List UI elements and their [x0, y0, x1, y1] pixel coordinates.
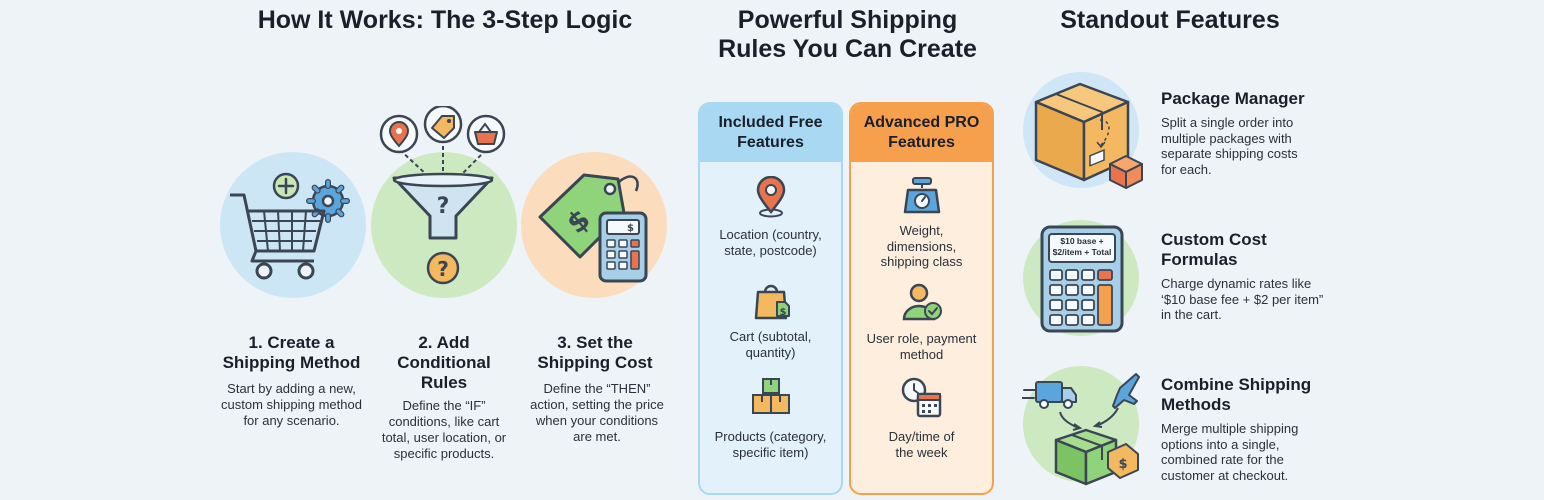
shopping-bag-icon: $: [754, 284, 790, 320]
boxes-icon: [751, 378, 790, 414]
pro-features-column: Advanced PRO Features Weight, dimensions…: [849, 102, 994, 495]
free-features-column: Included Free Features Location (country…: [698, 102, 843, 495]
shopping-cart-gear-icon: [230, 172, 350, 280]
step-3-desc: Define the “THEN” action, setting the pr…: [530, 381, 664, 444]
pro-item-weight-label: Weight, dimensions, shipping class: [880, 223, 963, 269]
combine-shipping-desc: Merge multiple shipping options into a s…: [1161, 421, 1299, 483]
how-it-works-title: How It Works: The 3-Step Logic: [257, 6, 633, 34]
svg-text:?: ?: [437, 257, 449, 281]
step-2-desc: Define the “IF” conditions, like cart to…: [381, 398, 507, 461]
standout-features-title: Standout Features: [1060, 6, 1280, 34]
svg-text:$: $: [779, 307, 786, 318]
scale-icon: [903, 177, 940, 214]
step-1-title: 1. Create a Shipping Method: [222, 333, 361, 372]
combine-shipping-icon: $: [1022, 373, 1140, 486]
pro-item-user-role: User role, payment method: [851, 282, 992, 362]
step-2-title: 2. Add Conditional Rules: [397, 333, 491, 392]
price-tag-calculator-icon: $ $: [538, 173, 648, 283]
shipping-rules-title: Powerful Shipping Rules You Can Create: [718, 6, 977, 63]
free-item-products: Products (category, specific item): [700, 376, 841, 460]
package-box-icon: [1034, 82, 1143, 189]
free-features-header: Included Free Features: [700, 104, 841, 162]
calculator-icon: [1040, 225, 1124, 333]
pro-item-user-role-label: User role, payment method: [866, 331, 977, 362]
pro-item-day-time: Day/time of the week: [851, 376, 992, 460]
location-pin-icon: [756, 175, 785, 218]
step-1-desc: Start by adding a new, custom shipping m…: [221, 381, 362, 428]
free-item-cart-label: Cart (subtotal, quantity): [729, 329, 812, 360]
svg-text:?: ?: [437, 194, 450, 219]
svg-text:$: $: [627, 223, 634, 234]
pro-item-day-time-label: Day/time of the week: [888, 429, 955, 460]
custom-cost-title: Custom Cost Formulas: [1161, 230, 1267, 269]
calculator-screen-text: $10 base + $2/item + Total: [1052, 236, 1112, 257]
clock-calendar-icon: [901, 377, 941, 418]
custom-cost-desc: Charge dynamic rates like ‘$10 base fee …: [1161, 276, 1324, 322]
combine-shipping-title: Combine Shipping Methods: [1161, 375, 1312, 414]
package-manager-title: Package Manager: [1161, 89, 1305, 108]
pro-features-header: Advanced PRO Features: [851, 104, 992, 162]
user-check-icon: [902, 283, 942, 321]
free-item-cart: $ Cart (subtotal, quantity): [700, 282, 841, 360]
svg-text:$: $: [1118, 457, 1127, 472]
free-item-location-label: Location (country, state, postcode): [719, 227, 822, 258]
free-item-products-label: Products (category, specific item): [714, 429, 827, 460]
conditions-funnel-icon: ? ?: [379, 106, 506, 285]
pro-item-weight: Weight, dimensions, shipping class: [851, 176, 992, 270]
free-item-location: Location (country, state, postcode): [700, 175, 841, 258]
package-manager-desc: Split a single order into multiple packa…: [1161, 115, 1298, 177]
step-3-title: 3. Set the Shipping Cost: [537, 333, 653, 372]
